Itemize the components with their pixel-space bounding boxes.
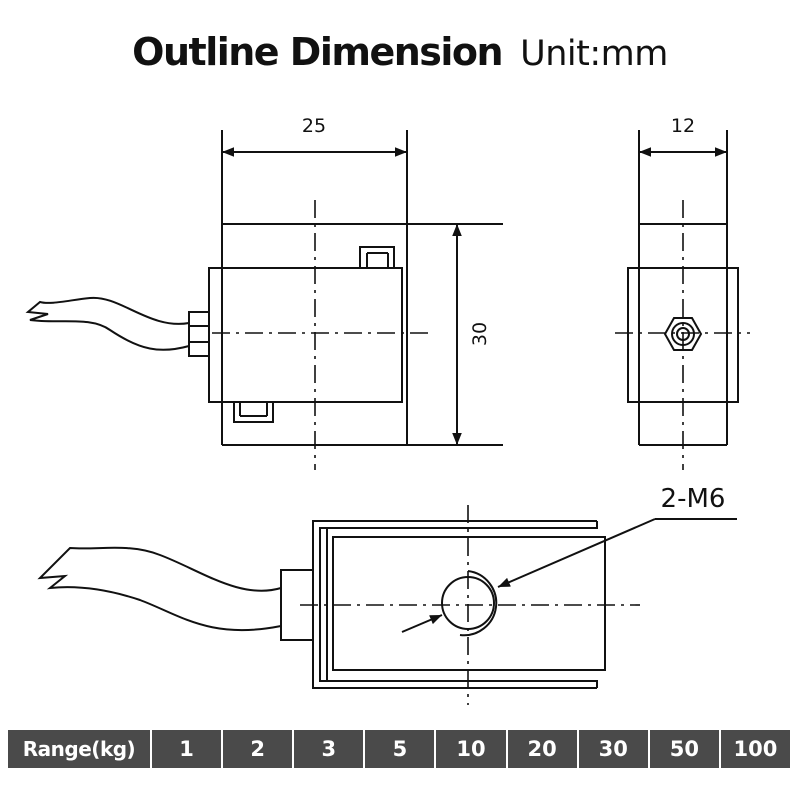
range-value: 1	[150, 730, 222, 768]
hex-nut-outline	[663, 317, 703, 351]
top-outer-frame	[312, 520, 597, 689]
front-cable	[25, 296, 190, 351]
range-value: 10	[434, 730, 506, 768]
inner-leader-line	[401, 614, 443, 633]
title-row: Outline Dimension Unit:mm	[0, 30, 800, 74]
range-value: 2	[221, 730, 293, 768]
front-cable-gland	[188, 311, 210, 357]
range-value: 50	[647, 730, 719, 768]
front-bottom-tab	[233, 402, 274, 423]
range-value: 100	[718, 730, 790, 768]
front-view	[25, 130, 503, 470]
thread-callout-label: 2-M6	[661, 484, 726, 514]
front-inner-block	[208, 267, 403, 403]
front-top-tab	[359, 246, 395, 268]
side-width-label: 12	[671, 115, 695, 137]
top-cable	[37, 546, 282, 632]
thread-hole-outer-arc	[459, 570, 498, 637]
callout-leader-line	[497, 518, 656, 588]
diagram-title: Outline Dimension	[132, 30, 503, 74]
side-view	[615, 130, 750, 470]
range-table-header: Range(kg)	[8, 730, 150, 768]
range-value: 30	[576, 730, 648, 768]
range-table: Range(kg) 1 2 3 5 10 20 30 50 100	[8, 730, 790, 768]
range-value: 3	[292, 730, 364, 768]
front-width-label: 25	[302, 115, 326, 137]
unit-label: Unit:mm	[520, 34, 668, 74]
top-frame-inner-line	[319, 521, 598, 688]
range-value: 5	[363, 730, 435, 768]
top-main-body	[332, 536, 606, 671]
range-value: 20	[505, 730, 577, 768]
top-view	[37, 505, 737, 705]
front-height-label: 30	[469, 322, 491, 346]
